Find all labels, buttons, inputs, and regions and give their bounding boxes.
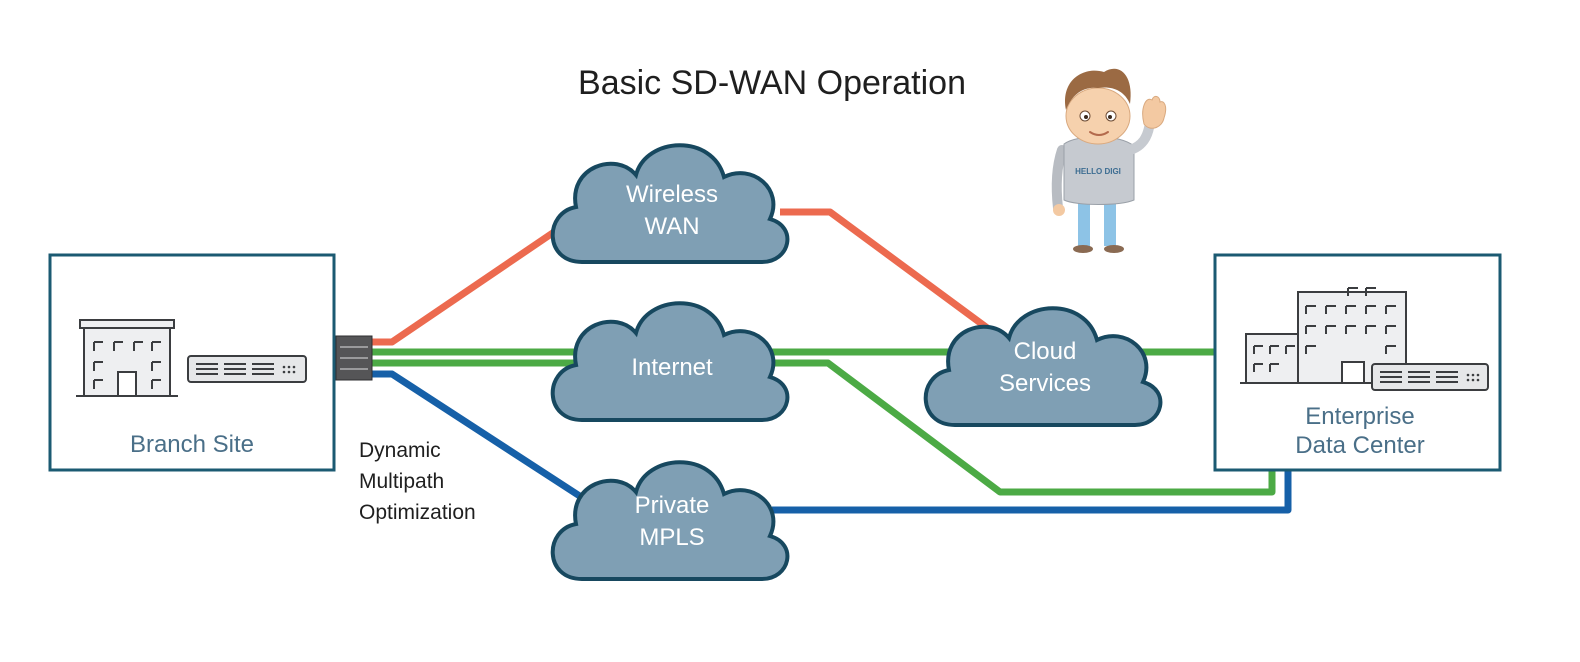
mpls-to-datacenter-link [772,468,1292,514]
data-center-building-icon [1240,287,1407,384]
branch-building-icon [76,319,178,397]
private-mpls-cloud: Private MPLS [550,460,790,581]
svg-text:Wireless: Wireless [626,181,718,208]
mascot-shirt-text: HELLO DIGI [1075,167,1121,176]
mascot-character: HELLO DIGI [1051,68,1167,253]
data-center-label-line2: Data Center [1295,432,1424,459]
cloud-services-cloud: Cloud Services [923,306,1163,427]
branch-router-icon [187,355,307,383]
svg-text:Internet: Internet [631,354,713,381]
svg-text:Private: Private [635,492,710,519]
svg-text:MPLS: MPLS [639,524,704,551]
wireless-to-cloud-services-link [780,208,993,333]
wireless-wan-link [372,225,562,346]
data-center-router-icon [1371,363,1489,391]
branch-site-box: Branch Site [48,253,336,472]
diagram-title: Basic SD-WAN Operation [578,64,966,102]
mpls-link [372,370,594,507]
data-center-label-line1: Enterprise [1305,403,1414,430]
internet-cloud: Internet [550,301,790,422]
sdwan-edge-device [335,335,373,381]
data-center-box: Enterprise Data Center [1213,253,1502,472]
optimization-label: Dynamic Multipath Optimization [359,439,476,524]
svg-text:Cloud: Cloud [1014,338,1077,365]
svg-text:Services: Services [999,370,1091,397]
svg-text:WAN: WAN [644,213,699,240]
branch-site-label: Branch Site [130,431,254,458]
wireless-wan-cloud: Wireless WAN [550,143,790,264]
